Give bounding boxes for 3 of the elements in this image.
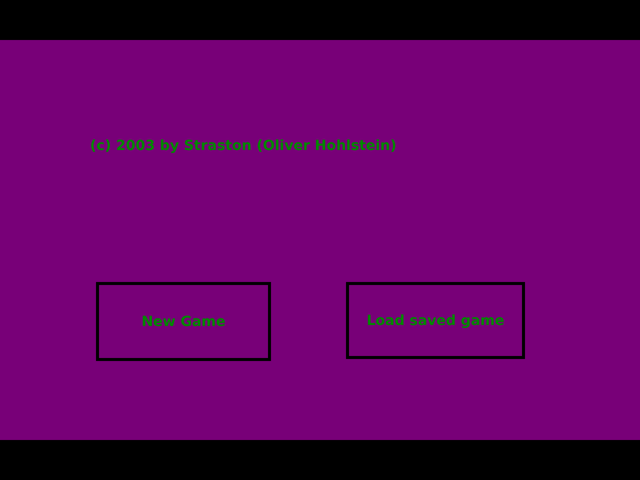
copyright-text: (c) 2003 by Straston (Oliver Hohlstein): [90, 138, 397, 154]
menu-button: New Game: [96, 282, 271, 361]
menu-button: Load saved game: [346, 282, 525, 359]
